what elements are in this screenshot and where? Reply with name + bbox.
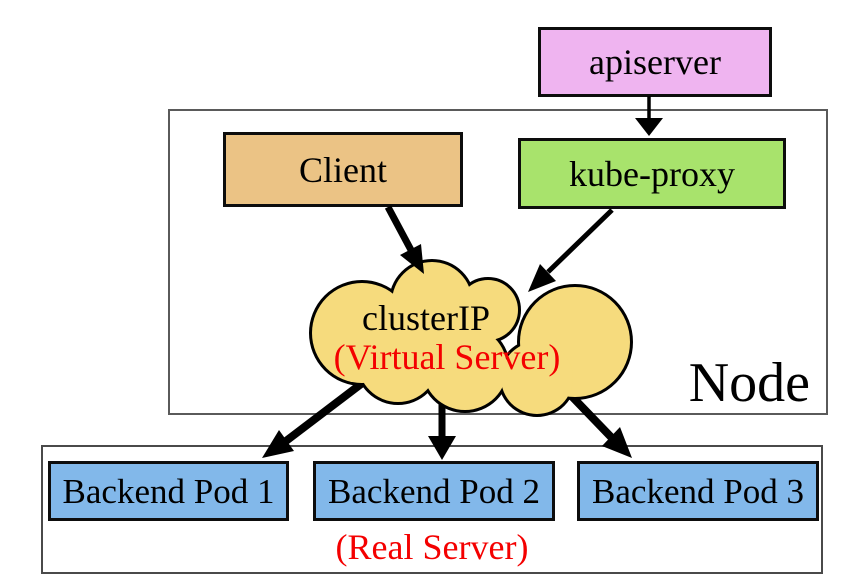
backend-pod-1-box: Backend Pod 1 xyxy=(48,461,289,521)
backend-pod-2-label: Backend Pod 2 xyxy=(328,471,540,511)
real-server-label: (Real Server) xyxy=(335,527,529,568)
backend-pod-3-box: Backend Pod 3 xyxy=(577,461,819,521)
apiserver-box: apiserver xyxy=(538,27,772,97)
node-frame-label: Node xyxy=(688,352,810,415)
backend-pod-1-label: Backend Pod 1 xyxy=(62,471,275,511)
real-server-frame: Backend Pod 1 Backend Pod 2 Backend Pod … xyxy=(41,445,823,574)
kube-proxy-label: kube-proxy xyxy=(569,153,735,194)
client-label: Client xyxy=(299,149,387,190)
client-box: Client xyxy=(223,132,463,207)
backend-pod-3-label: Backend Pod 3 xyxy=(592,471,804,511)
kube-proxy-box: kube-proxy xyxy=(518,138,786,209)
backend-pod-2-box: Backend Pod 2 xyxy=(313,461,555,521)
apiserver-label: apiserver xyxy=(589,42,721,82)
